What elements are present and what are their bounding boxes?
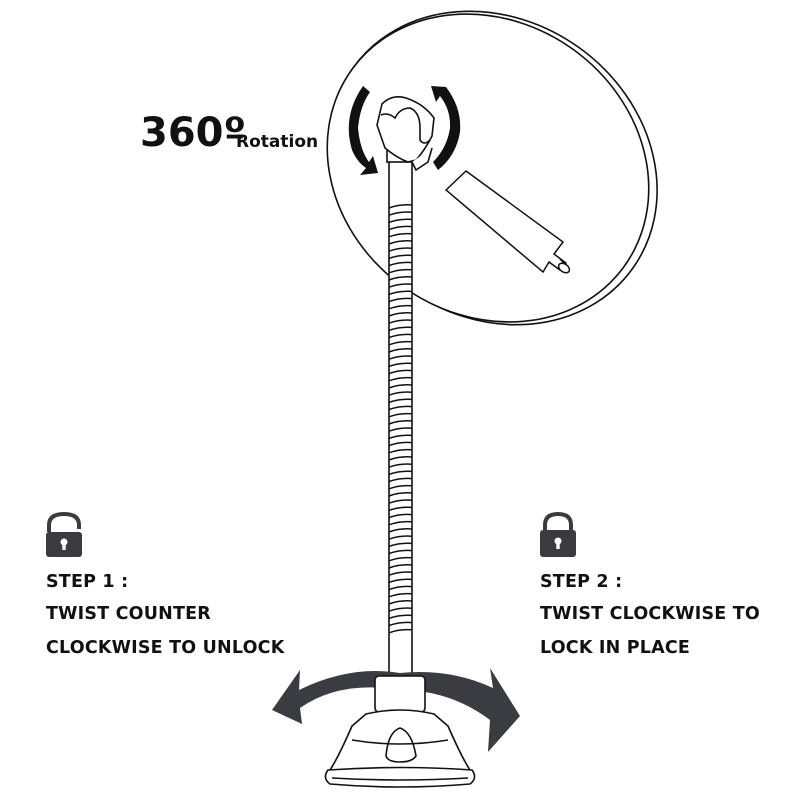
step-1-line-2: CLOCKWISE TO UNLOCK	[46, 638, 285, 658]
suction-base	[272, 668, 520, 788]
battery-cover	[444, 170, 571, 274]
rotation-degrees-label: 360º	[140, 110, 247, 156]
unlocked-padlock-icon	[46, 512, 82, 557]
locked-padlock-icon	[540, 512, 576, 557]
rotation-caption: Rotation	[236, 132, 319, 152]
twist-right-arrow	[400, 668, 520, 752]
ball-joint	[376, 96, 435, 172]
twist-left-arrow	[272, 670, 400, 724]
step-2-title: STEP 2 :	[540, 572, 623, 592]
step-2-line-2: LOCK IN PLACE	[540, 638, 691, 658]
step-2-line-1: TWIST CLOCKWISE TO	[540, 604, 760, 624]
rotation-arrows	[348, 86, 461, 175]
step-1-line-1: TWIST COUNTER	[46, 604, 211, 624]
step-1-title: STEP 1 :	[46, 572, 129, 592]
gooseneck-arm	[388, 154, 413, 676]
